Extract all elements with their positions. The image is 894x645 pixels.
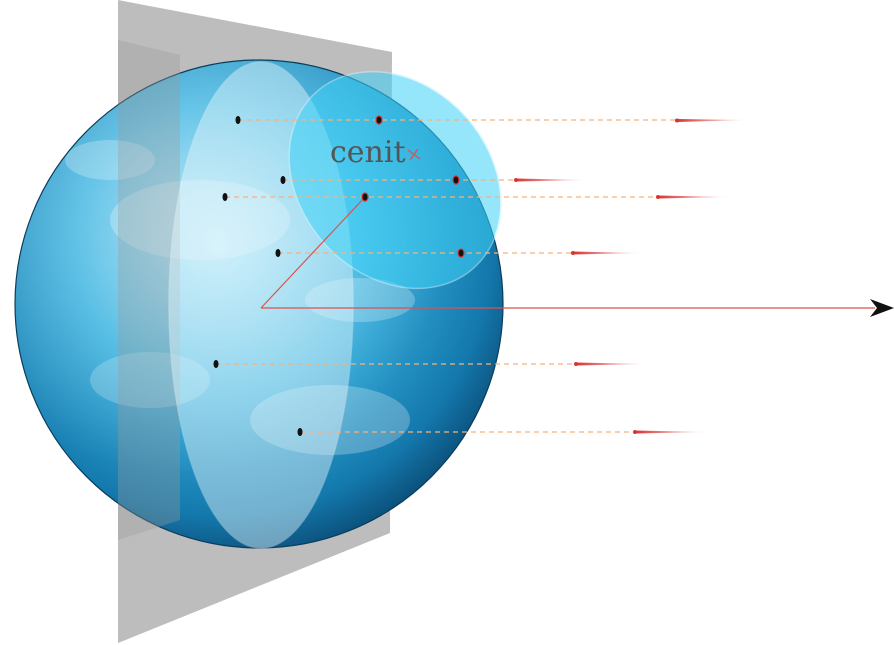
lit-point-1 <box>375 115 383 125</box>
projection-plane-overlay <box>118 40 180 540</box>
point-2 <box>280 176 286 184</box>
lit-point-4 <box>457 248 465 258</box>
point-3 <box>222 193 228 201</box>
ray-heads <box>514 118 748 434</box>
point-6 <box>297 428 303 436</box>
lit-point-3 <box>361 192 369 202</box>
point-1 <box>235 116 241 124</box>
zenith-label: cenit <box>330 135 406 170</box>
point-5 <box>213 360 219 368</box>
zenith-axis <box>260 196 366 309</box>
ray-head-6 <box>635 430 708 434</box>
sun-direction-arrowhead <box>870 299 894 317</box>
ray-head-4 <box>573 251 643 255</box>
sun-rays <box>216 119 680 433</box>
zenith-marker-icon <box>407 148 421 161</box>
ray-head-3 <box>658 195 730 199</box>
lit-point-2 <box>452 175 460 185</box>
surface-points <box>213 115 465 436</box>
ray-head-1 <box>677 119 748 122</box>
ray-head-5 <box>576 362 648 366</box>
point-4 <box>275 249 281 257</box>
ray-head-2 <box>516 178 588 182</box>
